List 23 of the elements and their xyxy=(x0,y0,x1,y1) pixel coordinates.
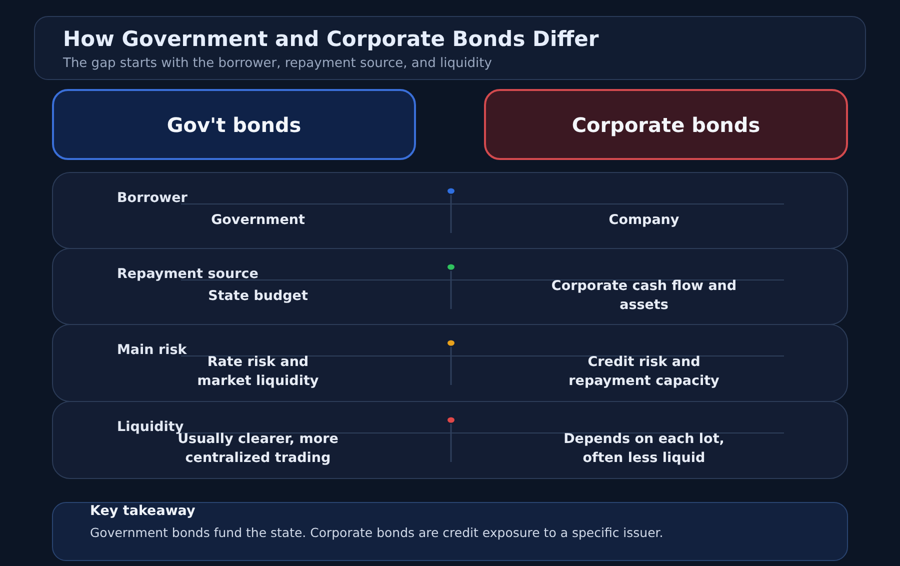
column-header xyxy=(52,89,416,160)
comparison-row xyxy=(52,401,848,479)
takeaway-heading: Key takeaway xyxy=(90,503,196,519)
cell-value: Rate risk and market liquidity xyxy=(196,353,320,391)
cell-value: Credit risk and repayment capacity xyxy=(568,353,720,391)
column-title: Gov't bonds xyxy=(166,112,302,136)
cell-value: Corporate cash flow and assets xyxy=(550,277,738,315)
cell-value: Depends on each lot, often less liquid xyxy=(562,430,726,468)
row-label: Borrower xyxy=(117,190,188,206)
comparison-row xyxy=(52,324,848,402)
cell-value: Government xyxy=(210,210,306,230)
comparison-row xyxy=(52,172,848,249)
row-label: Main risk xyxy=(117,342,187,358)
row-label: Repayment source xyxy=(117,266,258,282)
takeaway-text: Government bonds fund the state. Corporate bonds are credit exposure to a specific issuer. xyxy=(90,525,664,540)
title: How Government and Corporate Bonds Differ xyxy=(63,27,599,51)
column-title: Corporate bonds xyxy=(572,112,760,136)
column-header xyxy=(484,89,848,160)
takeaway-panel xyxy=(52,502,848,561)
cell-value: State budget xyxy=(207,286,309,306)
subtitle: The gap starts with the borrower, repayment source, and liquidity xyxy=(63,56,492,71)
cell-value: Company xyxy=(608,210,680,230)
comparison-row xyxy=(52,248,848,325)
